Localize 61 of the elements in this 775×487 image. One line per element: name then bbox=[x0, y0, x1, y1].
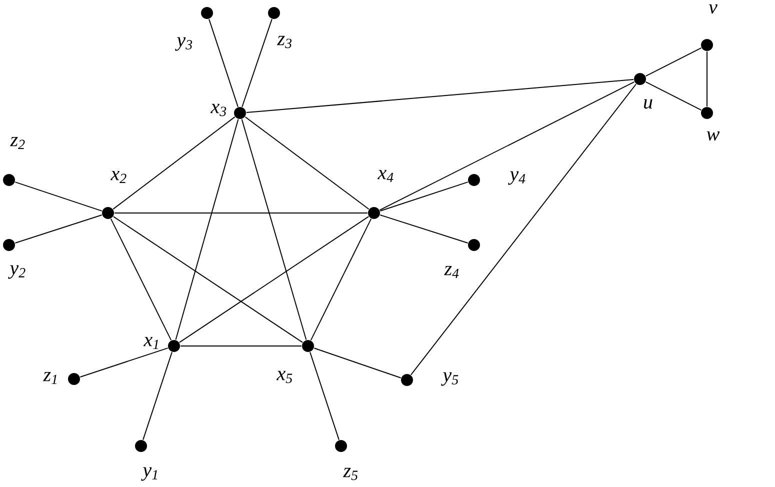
vertex-label: x$_{3}$ bbox=[210, 104, 226, 116]
vertex-dot bbox=[268, 7, 280, 19]
vertex-dot bbox=[3, 239, 15, 251]
vertex-dot bbox=[3, 174, 15, 186]
vertex-label: z$_{5}$ bbox=[343, 468, 358, 480]
vertex-label: z$_{4}$ bbox=[444, 266, 459, 278]
vertex-label: y$_{5}$ bbox=[441, 372, 458, 386]
edge-line bbox=[410, 84, 637, 376]
edge-line bbox=[242, 18, 272, 108]
edge-line bbox=[114, 212, 368, 214]
vertex-dot bbox=[168, 340, 180, 352]
vertex-dot bbox=[68, 373, 80, 385]
edge-line bbox=[175, 118, 239, 340]
vertex-label: x$_{1}$ bbox=[143, 336, 158, 350]
edge-line bbox=[142, 352, 172, 440]
edge-line bbox=[380, 182, 468, 212]
edge-line bbox=[310, 218, 372, 341]
edge-line bbox=[380, 214, 468, 244]
edge-line bbox=[208, 18, 238, 108]
vertex-dot bbox=[135, 440, 147, 452]
vertex-dot bbox=[634, 73, 646, 85]
vertex-label: y$_{4}$ bbox=[508, 171, 526, 185]
vertex-label: y$_{1}$ bbox=[141, 467, 158, 481]
edge-line bbox=[241, 118, 307, 340]
edge-line bbox=[314, 348, 402, 378]
vertex-dot bbox=[401, 374, 413, 386]
vertex-label: z$_{1}$ bbox=[43, 372, 57, 384]
edge-line bbox=[14, 214, 102, 244]
vertex-dot bbox=[302, 340, 314, 352]
vertex-dot bbox=[468, 174, 480, 186]
edge-line bbox=[112, 216, 304, 343]
vertex-label: v bbox=[708, 4, 718, 14]
edge-line bbox=[645, 47, 702, 77]
edge-line bbox=[112, 116, 236, 210]
vertex-label: w bbox=[706, 131, 720, 141]
vertex-dot bbox=[335, 440, 347, 452]
vertex-dot bbox=[102, 207, 114, 219]
vertex-label: y$_{2}$ bbox=[8, 265, 26, 279]
edge-line bbox=[244, 116, 370, 210]
vertex-dot bbox=[468, 239, 480, 251]
vertex-label: y$_{3}$ bbox=[175, 37, 192, 51]
edge-line bbox=[706, 51, 708, 107]
vertex-dot bbox=[234, 107, 246, 119]
edge-line bbox=[645, 81, 702, 111]
vertex-dot bbox=[368, 207, 380, 219]
vertex-dot bbox=[201, 7, 213, 19]
vertex-label: x$_{5}$ bbox=[276, 370, 292, 384]
vertex-label: u bbox=[644, 99, 652, 109]
vertex-label: z$_{3}$ bbox=[277, 36, 292, 48]
vertex-dot bbox=[701, 107, 713, 119]
edge-line bbox=[14, 182, 102, 212]
edge-line bbox=[178, 216, 370, 343]
vertex-dot bbox=[701, 39, 713, 51]
vertex-label: z$_{2}$ bbox=[10, 136, 25, 150]
edge-line bbox=[310, 352, 340, 440]
edge-line bbox=[246, 79, 634, 113]
edge-line bbox=[379, 81, 635, 211]
vertex-label: x$_{2}$ bbox=[110, 170, 126, 184]
edge-line bbox=[110, 218, 172, 341]
edge-line bbox=[80, 348, 168, 378]
vertex-label: x$_{4}$ bbox=[377, 170, 394, 182]
